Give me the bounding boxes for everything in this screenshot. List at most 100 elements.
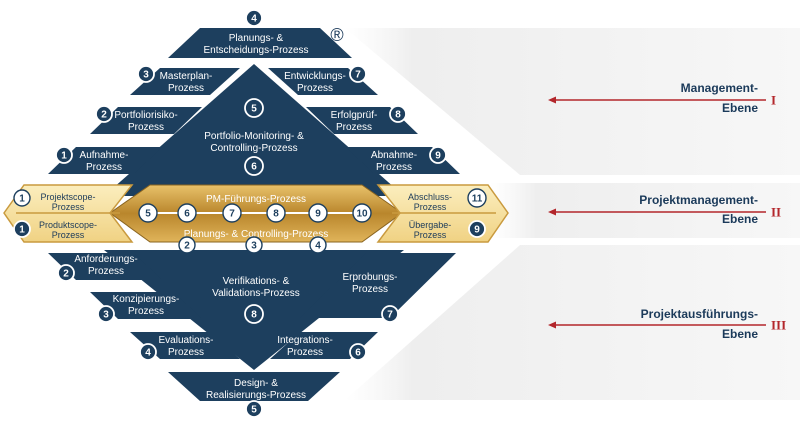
- pm-row-badge-3-number: 7: [229, 209, 235, 220]
- right-top-badge-circle: [467, 188, 487, 208]
- pm-bottom-badge-1-number: 2: [184, 241, 190, 252]
- bottom-apex-badge-number: 5: [251, 405, 257, 416]
- top-left-badge-3-number: 1: [61, 151, 67, 162]
- left-top-label-line-1: Projektscope-: [40, 192, 95, 202]
- bottom-center-badge-number: 8: [251, 310, 257, 321]
- bottom-right-badge-2-circle: [349, 343, 367, 361]
- bottom-left-badge-2-circle: [97, 305, 115, 323]
- pm-fuehrung-label: PM-Führungs-Prozess: [206, 194, 306, 205]
- top-left-label-2-line-1: Portfoliorisiko-: [114, 110, 177, 121]
- bottom-center-label-line-2: Validations-Prozess: [212, 288, 300, 299]
- bottom-right-label-2-line-1: Integrations-: [277, 335, 333, 346]
- top-right-badge-3-circle: [429, 146, 447, 164]
- top-left-label-2-line-2: Prozess: [128, 122, 164, 133]
- top-apex-label-line-1: Planungs- &: [229, 33, 284, 44]
- right-top-label-line-2: Prozess: [414, 202, 447, 212]
- top-left-block-2: [90, 107, 202, 134]
- pm-row-badge-4-number: 8: [273, 209, 279, 220]
- level-2-arrow-head: [548, 208, 556, 216]
- top-left-label-1-line-1: Masterplan-: [160, 71, 213, 82]
- left-top-label-line-2: Prozess: [52, 202, 85, 212]
- top-right-label-3-line-2: Prozess: [376, 162, 412, 173]
- bottom-right-block-1: [300, 253, 456, 318]
- bottom-left-block-2: [90, 292, 202, 319]
- bottom-left-label-2-line-1: Konzipierungs-: [113, 294, 180, 305]
- bottom-center-badge-circle: [244, 304, 264, 324]
- right-bottom-label-line-2: Prozess: [414, 230, 447, 240]
- pm-row-badge-1-number: 5: [145, 209, 151, 220]
- band-projektausfuehrung: [345, 245, 800, 400]
- right-bottom-label-line-1: Übergabe-: [409, 220, 452, 230]
- bottom-left-label-2-line-2: Prozess: [128, 306, 164, 317]
- pm-row-badge-5-circle: [308, 203, 328, 223]
- top-center-badge-bottom-circle: [244, 156, 264, 176]
- level-1-name-line-1: Management-: [681, 81, 758, 95]
- left-top-badge-circle: [13, 189, 31, 207]
- bottom-left-badge-3-number: 4: [145, 348, 151, 359]
- top-left-label-3-line-2: Prozess: [86, 162, 122, 173]
- pm-row-badge-2-number: 6: [184, 209, 190, 220]
- top-right-badge-3-number: 9: [435, 151, 441, 162]
- top-left-block-1: [130, 68, 240, 95]
- bottom-left-badge-3-circle: [139, 343, 157, 361]
- bottom-right-badge-2-number: 6: [355, 348, 361, 359]
- top-left-block-3: [48, 147, 162, 174]
- pm-bottom-badge-3-circle: [309, 236, 327, 254]
- pm-row-badge-3-circle: [222, 203, 242, 223]
- bottom-right-label-2-line-2: Prozess: [287, 347, 323, 358]
- pm-bottom-badge-1-circle: [178, 236, 196, 254]
- top-right-label-1-line-2: Prozess: [297, 83, 333, 94]
- bottom-apex-block: [168, 372, 340, 401]
- top-left-badge-2-number: 2: [101, 110, 107, 121]
- level-2-name-line-2: Ebene: [722, 212, 758, 226]
- top-right-label-2-line-2: Prozess: [336, 122, 372, 133]
- bottom-left-label-3-line-1: Evaluations-: [158, 335, 213, 346]
- right-bottom-badge-circle: [468, 220, 486, 238]
- pm-row-badge-4-circle: [266, 203, 286, 223]
- top-apex-badge-circle: [245, 9, 263, 27]
- right-top-badge-number: 11: [472, 194, 483, 205]
- bottom-left-label-1-line-2: Prozess: [88, 266, 124, 277]
- left-top-badge-number: 1: [19, 194, 25, 205]
- top-apex-badge-number: 4: [251, 14, 257, 25]
- pm-row-badge-6-number: 10: [356, 209, 368, 220]
- level-3-name-line-2: Ebene: [722, 327, 758, 341]
- top-left-badge-1-circle: [137, 65, 155, 83]
- bottom-right-badge-1-number: 7: [387, 310, 393, 321]
- level-3-name-line-1: Projektausführungs-: [641, 307, 758, 321]
- bottom-left-badge-1-number: 2: [63, 269, 69, 280]
- top-right-badge-1-circle: [349, 65, 367, 83]
- bottom-right-label-1-line-2: Prozess: [352, 284, 388, 295]
- bottom-left-block-3: [130, 332, 240, 359]
- top-apex-label-line-2: Entscheidungs-Prozess: [203, 45, 308, 56]
- left-bottom-label-line-1: Produktscope-: [39, 220, 97, 230]
- bottom-apex-badge-circle: [245, 400, 263, 418]
- level-3-roman: III: [771, 318, 786, 333]
- band-management: [345, 28, 800, 175]
- top-right-badge-1-number: 7: [355, 70, 361, 81]
- top-apex-block: [168, 28, 352, 58]
- pm-row-badge-5-number: 9: [315, 209, 321, 220]
- pm-bottom-badge-2-number: 3: [251, 241, 257, 252]
- planung-controlling-label: Planungs- & Controlling-Prozess: [184, 229, 329, 240]
- level-1-arrow-head: [548, 96, 556, 104]
- pm-bottom-badge-3-number: 4: [315, 241, 321, 252]
- top-left-label-3-line-1: Aufnahme-: [80, 150, 129, 161]
- top-center-label-line-1: Portfolio-Monitoring- &: [204, 131, 304, 142]
- left-bottom-badge-number: 1: [19, 225, 25, 236]
- top-left-badge-3-circle: [55, 146, 73, 164]
- level-1-name-line-2: Ebene: [722, 101, 758, 115]
- top-left-badge-2-circle: [95, 105, 113, 123]
- top-center-triangle: [104, 64, 404, 196]
- top-center-badge-bottom-number: 6: [251, 162, 257, 173]
- top-center-label-line-2: Controlling-Prozess: [210, 143, 297, 154]
- left-bottom-badge-circle: [13, 220, 31, 238]
- pm-row-badge-2-circle: [177, 203, 197, 223]
- top-right-label-2-line-1: Erfolgprüf-: [331, 110, 378, 121]
- pm-row-badge-6-circle: [352, 203, 372, 223]
- top-right-label-1-line-1: Entwicklungs-: [284, 71, 346, 82]
- bottom-left-badge-1-circle: [57, 264, 75, 282]
- left-bottom-label-line-2: Prozess: [52, 230, 85, 240]
